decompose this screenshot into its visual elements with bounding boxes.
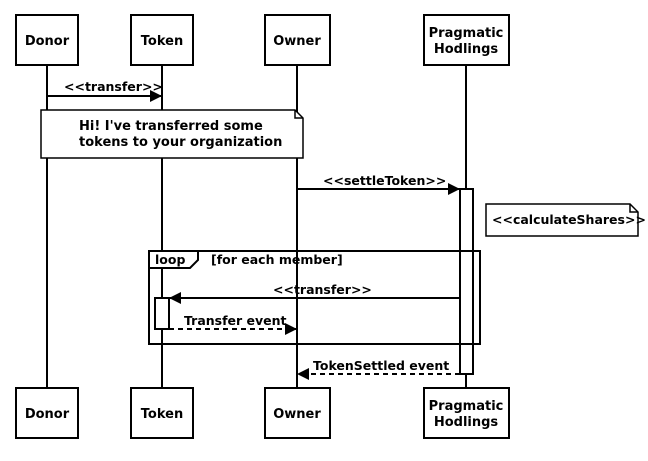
message-label: Transfer event [184, 313, 287, 328]
note-text-line-2: tokens to your organization [79, 135, 282, 150]
message-label: <<settleToken>> [323, 173, 446, 188]
participant-token-bottom: Token [130, 387, 194, 439]
loop-keyword: loop [155, 252, 185, 267]
message-transfer-donor-to-token: <<transfer>> [47, 79, 163, 102]
participant-label: Token [141, 34, 183, 49]
participant-label: Donor [25, 407, 70, 422]
participant-label: Owner [273, 34, 321, 49]
participant-label: Pragmatic [429, 26, 504, 41]
participant-label: Donor [25, 34, 70, 49]
loop-condition: [for each member] [211, 252, 343, 267]
participant-label: Hodlings [434, 415, 499, 430]
message-transfer-event: Transfer event [169, 313, 297, 335]
participant-owner-bottom: Owner [264, 387, 331, 439]
participant-label: Token [141, 407, 183, 422]
activation-token [154, 297, 170, 330]
participant-owner-top: Owner [264, 14, 331, 66]
participant-donor-top: Donor [15, 14, 79, 66]
message-transfer-pragmatic-to-token: <<transfer>> [169, 282, 460, 304]
message-label: <<transfer>> [64, 79, 163, 94]
participant-label: Owner [273, 407, 321, 422]
activation-pragmatic [459, 188, 474, 375]
message-token-settled-event: TokenSettled event [297, 358, 460, 380]
note-calculate-shares: <<calculateShares>> [485, 203, 646, 237]
loop-fragment: loop [for each member] [148, 250, 481, 345]
message-settle-token: <<settleToken>> [297, 173, 460, 195]
participant-donor-bottom: Donor [15, 387, 79, 439]
participant-label: Pragmatic [429, 399, 504, 414]
participant-pragmatic-top: Pragmatic Hodlings [423, 14, 510, 66]
participant-pragmatic-bottom: Pragmatic Hodlings [423, 387, 510, 439]
note-donor: Hi! I've transferred some tokens to your… [40, 109, 304, 159]
message-label: <<transfer>> [273, 282, 372, 297]
note-text: <<calculateShares>> [492, 212, 646, 227]
note-text-line-1: Hi! I've transferred some [79, 119, 263, 134]
participant-label: Hodlings [434, 42, 499, 57]
message-label: TokenSettled event [313, 358, 449, 373]
participant-token-top: Token [130, 14, 194, 66]
